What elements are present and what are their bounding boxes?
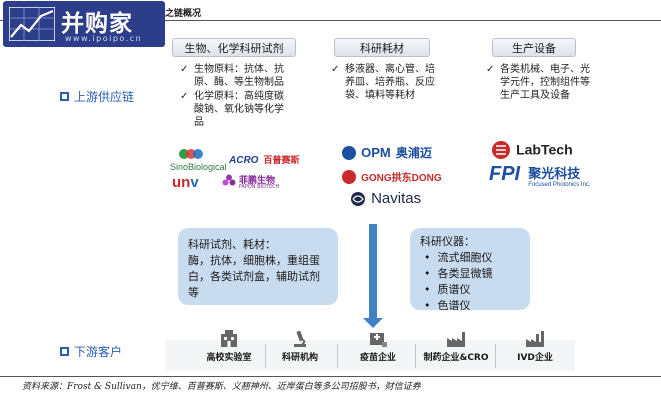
- fapon-flower-icon: [222, 174, 236, 186]
- check-icon: ✓: [331, 64, 340, 75]
- upstream-label-text: 上游供应链: [74, 90, 135, 104]
- list-item: • 质谱仪: [424, 283, 471, 296]
- flow-arrow-down-icon: [363, 318, 383, 328]
- category-consumables: 科研耗材: [334, 38, 430, 57]
- list-item: • 流式细胞仪: [424, 251, 493, 264]
- square-bullet-icon: [60, 92, 69, 101]
- factory-icon: [526, 331, 544, 347]
- labtech-mark-icon: [492, 140, 510, 159]
- divider: [337, 344, 338, 368]
- gongdong-circle-icon: [342, 169, 356, 184]
- logo: 并购家 www.ipoipo.cn: [3, 1, 165, 47]
- building-icon: [221, 330, 237, 347]
- category-reagents: 生物、化学科研试剂: [172, 38, 296, 57]
- source-note: 资料来源：Frost & Sullivan，优宁维、百普赛斯、义翘神州、近岸蛋白…: [22, 382, 421, 392]
- divider: [495, 344, 496, 368]
- downstream-label-text: 下游客户: [74, 345, 123, 359]
- divider: [415, 344, 416, 368]
- customer-vaccine-company: 疫苗企业: [338, 330, 418, 363]
- consumables-list: ✓ 移液器、离心管、培养皿、培养瓶、反应袋、填料等耗材: [331, 63, 437, 102]
- divider: [265, 344, 266, 368]
- opm-circle-icon: [342, 145, 356, 160]
- labtech-logo: LabTech: [491, 139, 573, 160]
- list-item: • 色谱仪: [424, 299, 471, 312]
- list-item: ✓ 生物原料：抗体、抗原、酶、等生物制品: [180, 64, 284, 88]
- univ-logo: unv: [172, 174, 199, 191]
- header-rule: [0, 20, 661, 21]
- equipment-list: ✓ 各类机械、电子、光学元件，控制组件等生产工具及设备: [486, 63, 592, 102]
- flow-arrow-shaft: [369, 224, 377, 320]
- navitas-globe-icon: [351, 191, 365, 206]
- navitas-logo: Navitas: [350, 188, 421, 207]
- vaccine-icon: [370, 333, 387, 347]
- list-item: ✓ 移液器、离心管、培养皿、培养瓶、反应袋、填料等耗材: [331, 64, 435, 101]
- bubble-body: 酶，抗体，细胞株，重组蛋白，各类试剂盒，辅助试剂等: [188, 254, 320, 299]
- factory-icon: [447, 332, 465, 347]
- sino-mark-icon: [179, 149, 203, 159]
- fpi-logo: FPI 聚光科技 Focused Photonics Inc.: [489, 163, 591, 188]
- footer-rule: [0, 376, 661, 377]
- list-item: ✓ 各类机械、电子、光学元件，控制组件等生产工具及设备: [486, 64, 590, 101]
- logo-text: 并购家: [61, 11, 133, 37]
- category-equipment: 生产设备: [492, 38, 576, 57]
- upstream-label: 上游供应链: [60, 88, 134, 105]
- customer-university-lab: 高校实验室: [189, 330, 269, 363]
- downstream-label: 下游客户: [60, 343, 122, 360]
- bubble-title: 科研仪器：: [420, 235, 475, 248]
- gongdong-logo: GONG拱东DONG: [342, 166, 442, 185]
- check-icon: ✓: [486, 64, 495, 75]
- reagents-list: ✓ 生物原料：抗体、抗原、酶、等生物制品 ✓ 化学原料：高纯度碳酸钠、氧化钠等化…: [180, 63, 292, 129]
- bubble-list: • 流式细胞仪 • 各类显微镜 • 质谱仪 • 色谱仪: [420, 250, 520, 314]
- acro-logo: ACRO 百普赛斯: [229, 155, 300, 166]
- page-title: 之链概况: [165, 9, 202, 19]
- customer-pharma-cro: 制药企业&CRO: [416, 330, 496, 363]
- bubble-title: 科研试剂、耗材：: [188, 238, 276, 251]
- instruments-bubble: 科研仪器： • 流式细胞仪 • 各类显微镜 • 质谱仪 • 色谱仪: [410, 228, 530, 312]
- customer-research-institute: 科研机构: [260, 330, 340, 363]
- opm-logo: OPM 奥浦迈: [342, 142, 432, 161]
- logo-url: www.ipoipo.cn: [65, 34, 143, 43]
- customer-ivd-company: IVD企业: [495, 330, 575, 363]
- chart-logo-icon: [9, 7, 55, 41]
- check-icon: ✓: [180, 91, 189, 102]
- reagents-consumables-bubble: 科研试剂、耗材： 酶，抗体，细胞株，重组蛋白，各类试剂盒，辅助试剂等: [178, 228, 338, 305]
- check-icon: ✓: [180, 64, 189, 75]
- list-item: • 各类显微镜: [424, 267, 493, 280]
- list-item: ✓ 化学原料：高纯度碳酸钠、氧化钠等化学品: [180, 91, 284, 128]
- square-bullet-icon: [60, 347, 69, 356]
- microscope-icon: [294, 330, 306, 347]
